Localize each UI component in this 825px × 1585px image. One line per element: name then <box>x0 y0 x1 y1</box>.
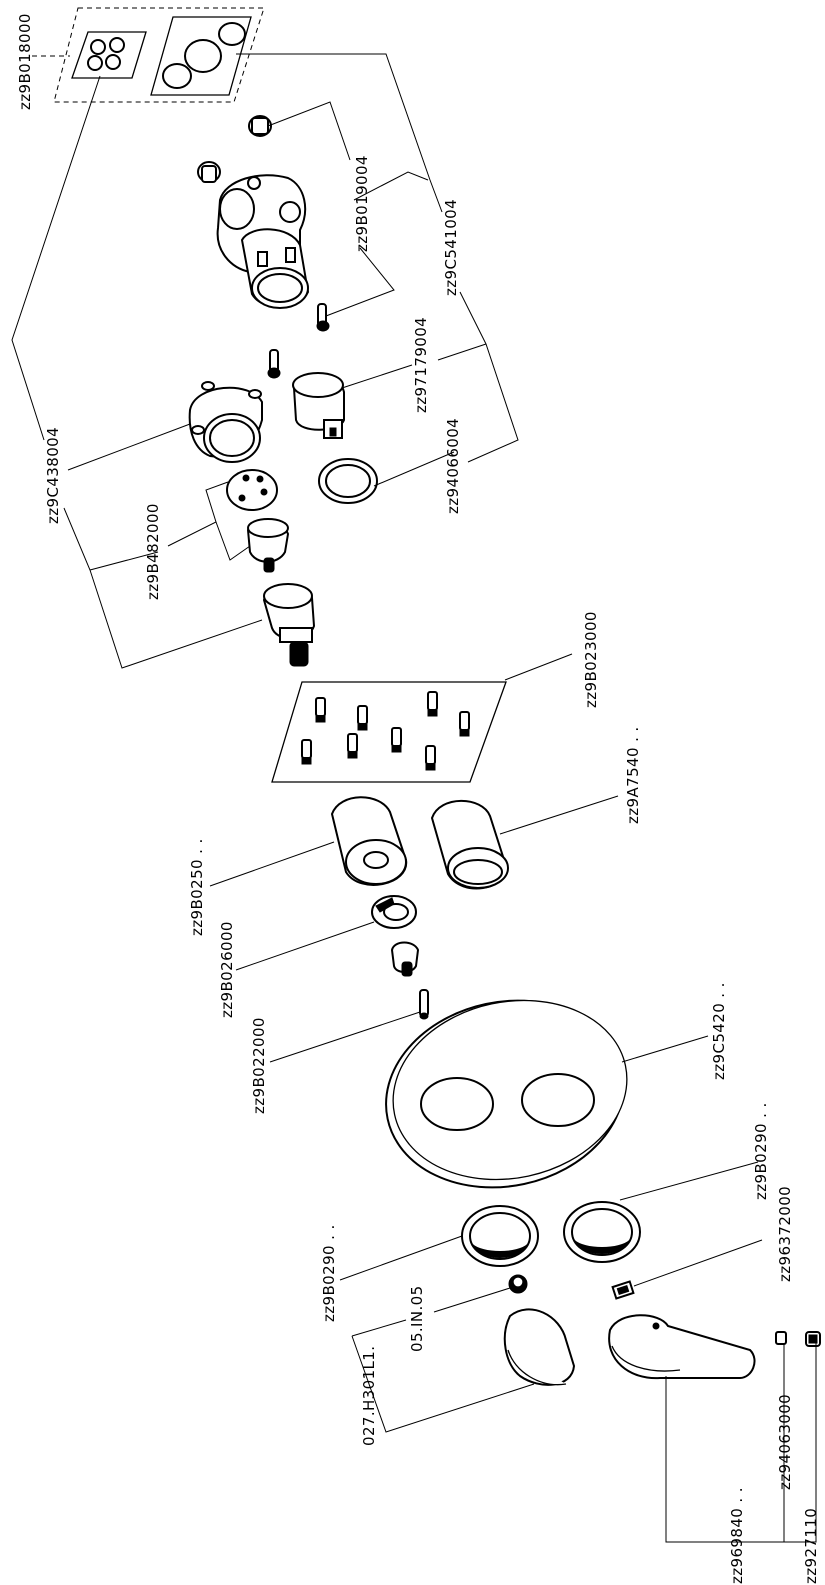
label-zz97179004: zz97179004 <box>412 317 430 413</box>
label-zz9B023000: zz9B023000 <box>582 611 600 708</box>
pin <box>419 989 429 1020</box>
square-insert <box>611 1280 635 1300</box>
small-cap <box>775 1331 821 1347</box>
knob-cover-left <box>330 796 408 886</box>
check-valve-body <box>246 518 290 573</box>
lever-handle <box>608 1314 756 1380</box>
valve-body-top <box>197 115 310 309</box>
adapter-spindle <box>390 941 420 977</box>
knob-cover-right <box>430 799 509 890</box>
label-zz969840: zz969840 . . <box>728 1487 746 1584</box>
valve-housing-left <box>188 381 263 463</box>
thermo-cartridge <box>262 583 316 667</box>
seal-kit-group <box>53 7 265 103</box>
label-zz9B482000: zz9B482000 <box>144 503 162 600</box>
label-zz94063000: zz94063000 <box>776 1394 794 1490</box>
screw-set <box>271 681 507 783</box>
rosette-right <box>563 1201 641 1263</box>
label-zz9B0250: zz9B0250 . . <box>188 838 206 936</box>
adapter-ring <box>371 895 417 929</box>
label-zz9C438004: zz9C438004 <box>44 427 62 524</box>
screw-mid <box>267 349 281 379</box>
label-zz9C5420: zz9C5420 . . <box>710 982 728 1080</box>
label-zz9C541004: zz9C541004 <box>442 199 460 296</box>
label-027-H301L1: 027.H301L1. <box>360 1346 378 1446</box>
cartridge-right <box>292 372 345 439</box>
label-zz9B026000: zz9B026000 <box>218 921 236 1018</box>
cover-plate <box>385 999 628 1189</box>
rosette-left <box>461 1205 539 1267</box>
label-zz9B019004: zz9B019004 <box>353 155 371 252</box>
part-labels: zz9B018000 zz9B019004 zz9C541004 zz97179… <box>16 13 820 1584</box>
locking-ring <box>318 458 378 504</box>
grub-screw <box>508 1274 528 1294</box>
screw-top <box>316 303 330 332</box>
label-05-IN-05: 05.IN.05 <box>408 1285 426 1352</box>
check-valve-disc <box>226 469 278 511</box>
label-zz9B018000: zz9B018000 <box>16 13 34 110</box>
label-zz94066004: zz94066004 <box>444 418 462 514</box>
label-zz9A7540: zz9A7540 . . <box>624 726 642 824</box>
label-zz9B0290-left: zz9B0290 . . <box>320 1224 338 1322</box>
knob-handle <box>503 1308 576 1386</box>
label-zz9B0290-right: zz9B0290 . . <box>752 1102 770 1200</box>
leader-lines <box>11 53 817 1543</box>
label-zz927110: zz927110 <box>802 1508 820 1584</box>
label-zz96372000: zz96372000 <box>776 1186 794 1282</box>
label-zz9B022000: zz9B022000 <box>250 1017 268 1114</box>
